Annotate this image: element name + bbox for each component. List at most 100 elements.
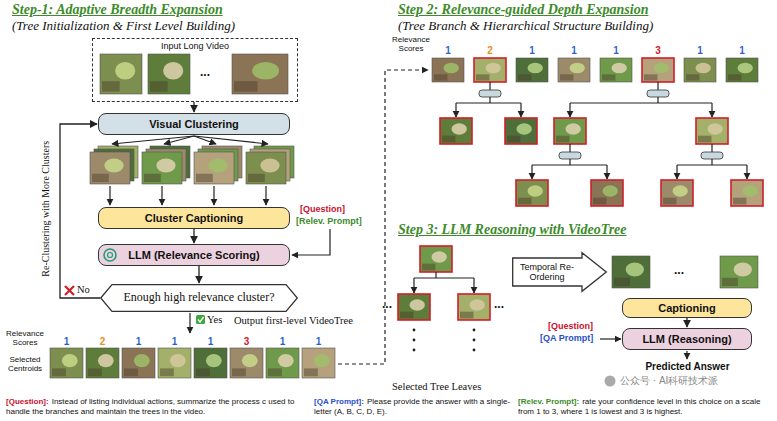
- frame-detail: [196, 368, 210, 376]
- node-text: Temporal Re-Ordering: [512, 262, 582, 283]
- frame-border: [142, 152, 182, 184]
- frame-border: [591, 180, 623, 206]
- video-frame: [458, 294, 490, 320]
- frame-border: [432, 58, 464, 82]
- relevance-score: 1: [131, 336, 147, 348]
- flow-arrow: [161, 186, 162, 205]
- node-text: Cluster Captioning: [145, 212, 243, 225]
- prompt-note: [Question]:Instead of listing individual…: [6, 397, 311, 416]
- frame-fill: [516, 180, 548, 206]
- video-frame: [232, 54, 288, 94]
- frame-fill: [194, 152, 234, 184]
- frame-detail: [102, 81, 120, 91]
- flow-arrow: [193, 229, 194, 243]
- tree-line: [570, 102, 712, 103]
- video-frame: [440, 118, 472, 144]
- llm-box: LLM (Reasoning): [622, 328, 752, 350]
- ellipsis-dot: [473, 349, 476, 352]
- process-box: Captioning: [622, 298, 752, 318]
- flow-arrow: [676, 165, 677, 179]
- frame-detail: [614, 278, 630, 286]
- video-frame: [432, 58, 464, 82]
- prompt-note: [Relev. Prompt]:rate your confidence lev…: [518, 397, 774, 416]
- frame-border: [558, 58, 590, 82]
- video-input-box: Input Long Video: [92, 38, 298, 102]
- frame-fill: [230, 348, 263, 378]
- step-heading: Step 2: Relevance-guided Depth Expansion: [398, 2, 648, 18]
- frame-border: [266, 348, 299, 378]
- tree-line: [489, 82, 490, 90]
- video-frame: [398, 294, 430, 320]
- ellipsis-dot: [413, 349, 416, 352]
- frame-detail: [507, 136, 520, 143]
- frame-border: [246, 152, 286, 184]
- frame-border: [684, 58, 716, 82]
- video-frame: [474, 58, 506, 82]
- flow-arrow: [686, 318, 687, 327]
- video-frame: [246, 152, 286, 184]
- frame-border: [232, 54, 288, 94]
- frame-fill: [661, 180, 693, 206]
- frame-detail: [232, 368, 246, 376]
- frame-fill: [591, 180, 623, 206]
- node-text: LLM (Relevance Scoring): [128, 249, 259, 262]
- frame-fill: [122, 348, 155, 378]
- relevance-score: 1: [311, 336, 327, 348]
- frame-fill: [90, 152, 130, 184]
- video-frame: [720, 256, 758, 288]
- frame-border: [86, 348, 119, 378]
- frame-detail: [626, 262, 644, 276]
- flow-arrow: [473, 278, 474, 293]
- frame-detail: [612, 63, 627, 74]
- frame-detail: [722, 278, 738, 286]
- frame-detail: [92, 174, 109, 182]
- row-label: Relevance Scores: [391, 36, 431, 54]
- frame-detail: [163, 62, 183, 80]
- prompt-tag: [Question]:: [6, 397, 49, 406]
- video-frame: [600, 58, 632, 82]
- frame-fill: [50, 348, 83, 378]
- frame-border: [50, 348, 83, 378]
- frame-detail: [434, 74, 447, 80]
- ellipsis-dot: [413, 339, 416, 342]
- video-frame: [266, 348, 299, 378]
- outline-shape: [101, 285, 298, 312]
- frame-detail: [743, 185, 758, 196]
- video-frame: [696, 118, 728, 144]
- video-frame: [505, 118, 537, 144]
- tree-joint: [479, 90, 501, 97]
- relevance-score: 1: [524, 45, 540, 57]
- frame-detail: [517, 123, 532, 134]
- frame-detail: [432, 251, 447, 262]
- tree-line: [657, 97, 658, 103]
- frame-detail: [160, 368, 174, 376]
- flow-arrow: [164, 136, 194, 144]
- frame-detail: [260, 158, 279, 172]
- flow-arrow: [711, 103, 712, 117]
- frame-fill: [612, 256, 650, 288]
- frame-detail: [460, 312, 473, 319]
- process-box: Visual Clustering: [98, 113, 290, 135]
- frame-fill: [266, 348, 299, 378]
- node-text: Input Long Video: [161, 41, 229, 51]
- video-frame: [642, 58, 674, 82]
- video-frame: [558, 58, 590, 82]
- frame-border: [720, 256, 758, 288]
- frame-detail: [134, 354, 150, 367]
- frame-detail: [206, 354, 222, 367]
- ellipsis: ...: [674, 264, 684, 278]
- video-frame: [194, 152, 234, 184]
- frame-detail: [444, 63, 459, 74]
- check-icon: [198, 317, 204, 322]
- tree-line: [435, 272, 436, 278]
- frame-detail: [304, 368, 318, 376]
- video-frame: [148, 54, 190, 94]
- prompt-tag: [QA Prompt]: [540, 333, 593, 343]
- frame-fill: [726, 58, 758, 82]
- frame-fill: [505, 118, 537, 144]
- prompt-text: Instead of listing individual actions, s…: [6, 397, 294, 416]
- watermark-icon: [605, 376, 616, 387]
- video-frame: [684, 58, 716, 82]
- frame-detail: [728, 74, 741, 80]
- row-label: Selected Centroids: [2, 356, 48, 374]
